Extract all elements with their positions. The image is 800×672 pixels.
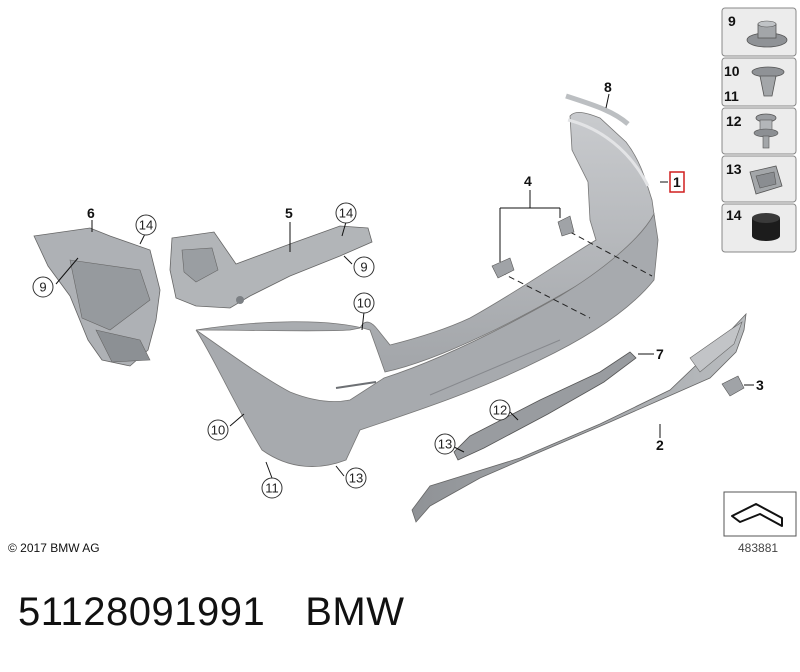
clip-nut-icon <box>749 165 783 195</box>
svg-text:9: 9 <box>39 280 46 295</box>
nut-icon <box>746 20 788 48</box>
callout-12: 12 <box>489 399 511 421</box>
center-carrier[interactable] <box>169 225 373 309</box>
callout-6: 6 <box>87 205 95 221</box>
legend-item-9[interactable]: 9 <box>721 7 797 57</box>
callout-1[interactable]: 1 <box>669 171 685 193</box>
part-number[interactable]: 51128091991 <box>18 590 266 634</box>
parts-diagram: 8 4 6 5 7 3 2 1 14 14 9 9 10 10 11 13 <box>32 7 797 537</box>
legend-item-14[interactable]: 14 <box>721 203 797 253</box>
callout-8: 8 <box>604 79 612 95</box>
diagram-reference-icon <box>723 491 797 537</box>
rubber-buffer-icon <box>752 213 780 241</box>
callout-9-right: 9 <box>353 256 375 278</box>
callout-10-top: 10 <box>353 292 375 314</box>
svg-text:14: 14 <box>339 206 353 221</box>
callout-3: 3 <box>756 377 764 393</box>
leader-lines <box>55 93 754 479</box>
screw-icon <box>753 113 779 149</box>
callout-13-right: 13 <box>345 467 367 489</box>
svg-text:10: 10 <box>724 63 740 79</box>
expanding-rivet-icon <box>751 66 785 97</box>
callout-14-left: 14 <box>135 214 157 236</box>
callout-1-label: 1 <box>673 174 681 190</box>
legend-item-12[interactable]: 12 <box>721 107 797 155</box>
svg-text:11: 11 <box>265 481 279 496</box>
callout-5: 5 <box>285 205 293 221</box>
svg-text:12: 12 <box>726 113 742 129</box>
fastener-legend: 9 10 11 12 <box>721 7 797 253</box>
callout-13-left: 13 <box>434 433 456 455</box>
callout-7: 7 <box>656 346 664 362</box>
svg-text:10: 10 <box>357 296 371 311</box>
small-brackets[interactable] <box>491 215 575 279</box>
svg-text:13: 13 <box>349 471 363 486</box>
reflector-strip[interactable] <box>453 351 637 461</box>
diagram-number: 483881 <box>738 541 779 555</box>
svg-text:14: 14 <box>139 218 153 233</box>
callout-11: 11 <box>261 477 283 499</box>
lower-trim[interactable] <box>411 312 747 523</box>
part-caption: 51128091991 BMW <box>18 590 405 635</box>
alignment-lines <box>499 231 653 319</box>
copyright-notice: © 2017 BMW AG <box>8 541 100 555</box>
svg-text:13: 13 <box>438 437 452 452</box>
svg-text:12: 12 <box>493 403 507 418</box>
callout-4: 4 <box>524 173 532 189</box>
svg-text:11: 11 <box>724 88 739 104</box>
svg-text:14: 14 <box>726 207 742 223</box>
legend-item-10-11[interactable]: 10 11 <box>721 57 797 107</box>
svg-text:9: 9 <box>360 260 367 275</box>
left-bracket[interactable] <box>33 227 161 367</box>
callout-2: 2 <box>656 437 664 453</box>
svg-text:9: 9 <box>728 13 736 29</box>
callout-9-left: 9 <box>32 276 54 298</box>
callout-14-right: 14 <box>335 202 357 224</box>
rear-bumper-cover[interactable] <box>195 93 659 467</box>
clip-part[interactable] <box>721 375 745 397</box>
svg-text:10: 10 <box>211 423 225 438</box>
brand-name: BMW <box>305 590 405 634</box>
legend-item-13[interactable]: 13 <box>721 155 797 203</box>
callout-10-left: 10 <box>207 419 229 441</box>
highlight-box <box>669 171 685 193</box>
svg-text:13: 13 <box>726 161 742 177</box>
